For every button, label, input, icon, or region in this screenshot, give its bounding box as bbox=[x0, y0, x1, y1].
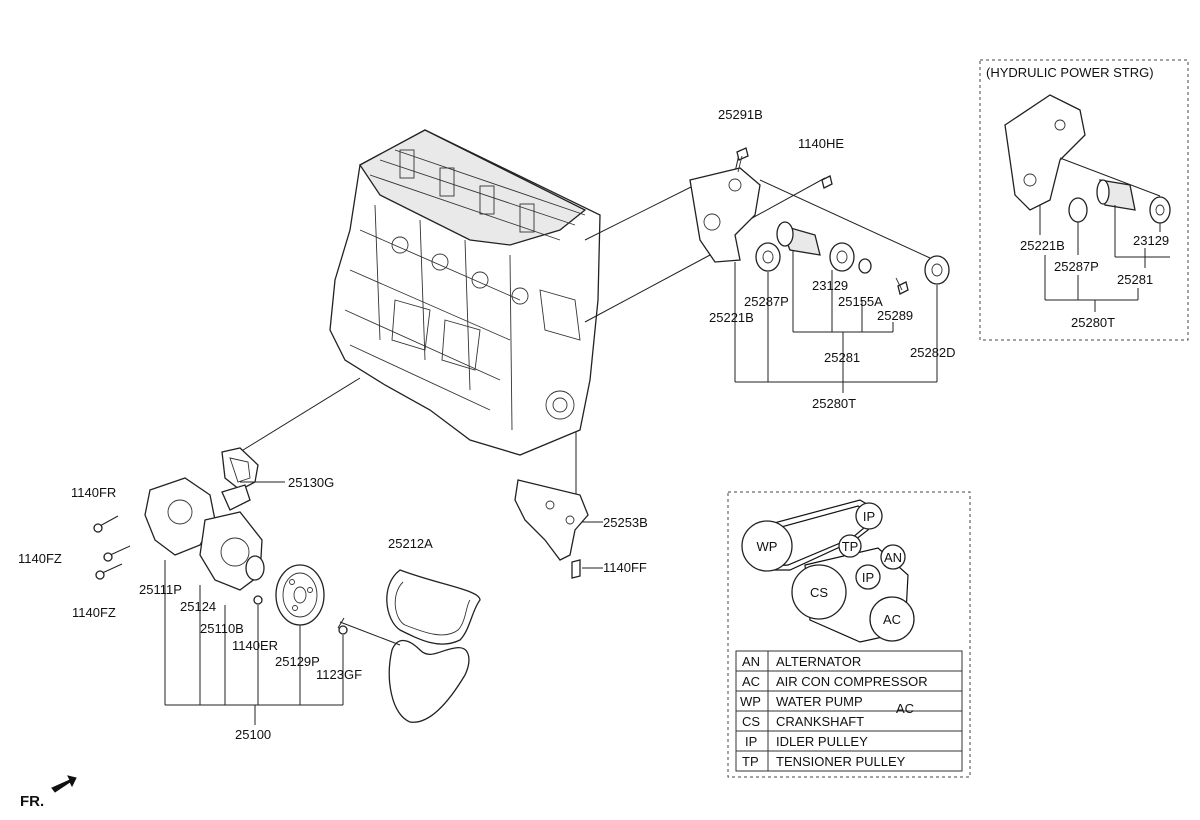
part-label-1140FR: 1140FR bbox=[71, 485, 116, 500]
legend-code: WP bbox=[740, 694, 761, 709]
pulley-ac-circle bbox=[869, 596, 915, 642]
tensioner-assembly-illustration bbox=[689, 147, 950, 295]
front-direction-marker: FR. bbox=[20, 775, 77, 810]
pulley-legend-table: AN ALTERNATOR AC AIR CON COMPRESSOR WP W… bbox=[735, 650, 963, 772]
part-label-25253B: 25253B bbox=[603, 515, 648, 530]
part-label-25287P: 25287P bbox=[744, 294, 789, 309]
bracket-illustration bbox=[514, 479, 603, 579]
legend-code: TP bbox=[742, 754, 759, 769]
leader-lines bbox=[234, 149, 931, 495]
legend-name: WATER PUMP bbox=[776, 694, 863, 709]
inset-label-25281: 25281 bbox=[1117, 272, 1153, 287]
part-label-1140FZ-lower: 1140FZ bbox=[72, 605, 116, 620]
pulley-label-an: AN bbox=[884, 550, 902, 565]
part-label-25155A: 25155A bbox=[838, 294, 883, 309]
part-label-25124: 25124 bbox=[180, 599, 216, 614]
belt-routing-diagram: WP IP TP AN IP CS AC AN ALTERNATOR AC AI… bbox=[727, 491, 971, 778]
legend-stray-label: AC bbox=[896, 701, 914, 716]
part-label-25129P: 25129P bbox=[275, 654, 320, 669]
part-label-23129: 23129 bbox=[812, 278, 848, 293]
pulley-label-wp: WP bbox=[757, 539, 778, 554]
pulley-label-ip2: IP bbox=[862, 570, 874, 585]
engine-block-illustration bbox=[329, 129, 601, 456]
part-label-25110B: 25110B bbox=[200, 621, 244, 636]
part-label-1140HE: 1140HE bbox=[798, 136, 844, 151]
part-label-25281: 25281 bbox=[824, 350, 860, 365]
pulley-cs-circle bbox=[791, 564, 847, 620]
pulley-label-ip1: IP bbox=[863, 509, 875, 524]
legend-name: TENSIONER PULLEY bbox=[776, 754, 906, 769]
inset-title: (HYDRULIC POWER STRG) bbox=[986, 65, 1154, 80]
part-label-25291B: 25291B bbox=[718, 107, 763, 122]
legend-name: ALTERNATOR bbox=[776, 654, 861, 669]
water-pump-leaders bbox=[164, 481, 344, 725]
part-label-1140FZ-upper: 1140FZ bbox=[18, 551, 62, 566]
drive-belt-illustration bbox=[339, 569, 481, 723]
part-label-25280T: 25280T bbox=[812, 396, 856, 411]
part-label-25282D: 25282D bbox=[910, 345, 956, 360]
inset-label-25287P: 25287P bbox=[1054, 259, 1099, 274]
part-label-1140ER: 1140ER bbox=[232, 638, 278, 653]
water-pump-illustration bbox=[93, 447, 348, 635]
pulley-tp-circle bbox=[838, 534, 862, 558]
legend-code: CS bbox=[742, 714, 760, 729]
part-label-25221B: 25221B bbox=[709, 310, 754, 325]
pulley-label-tp: TP bbox=[842, 539, 859, 554]
part-label-25130G: 25130G bbox=[288, 475, 334, 490]
front-arrow-icon bbox=[51, 775, 77, 793]
legend-code: AC bbox=[742, 674, 760, 689]
pulley-label-ac: AC bbox=[883, 612, 901, 627]
power-steering-inset: (HYDRULIC POWER STRG) 25221B 23129 25287… bbox=[979, 59, 1189, 341]
legend-name: IDLER PULLEY bbox=[776, 734, 868, 749]
legend-code: AN bbox=[742, 654, 760, 669]
front-marker-label: FR. bbox=[20, 793, 44, 810]
part-label-25212A: 25212A bbox=[388, 536, 433, 551]
pulley-wp-circle bbox=[741, 520, 793, 572]
inset-label-25280T: 25280T bbox=[1071, 315, 1115, 330]
inset-label-25221B: 25221B bbox=[1020, 238, 1065, 253]
pulley-label-cs: CS bbox=[810, 585, 828, 600]
part-label-25289: 25289 bbox=[877, 308, 913, 323]
pulley-an-circle bbox=[880, 544, 906, 570]
legend-name: CRANKSHAFT bbox=[776, 714, 864, 729]
legend-name: AIR CON COMPRESSOR bbox=[776, 674, 928, 689]
part-label-25100: 25100 bbox=[235, 727, 271, 742]
tensioner-leaders bbox=[734, 250, 938, 393]
part-label-25111P: 25111P bbox=[139, 582, 182, 597]
pulley-ip2-circle bbox=[855, 564, 881, 590]
part-label-1140FF: 1140FF bbox=[603, 560, 647, 575]
inset-label-23129: 23129 bbox=[1133, 233, 1169, 248]
pulley-ip1-circle bbox=[855, 502, 883, 530]
part-label-1123GF: 1123GF bbox=[316, 667, 362, 682]
legend-code: IP bbox=[745, 734, 757, 749]
